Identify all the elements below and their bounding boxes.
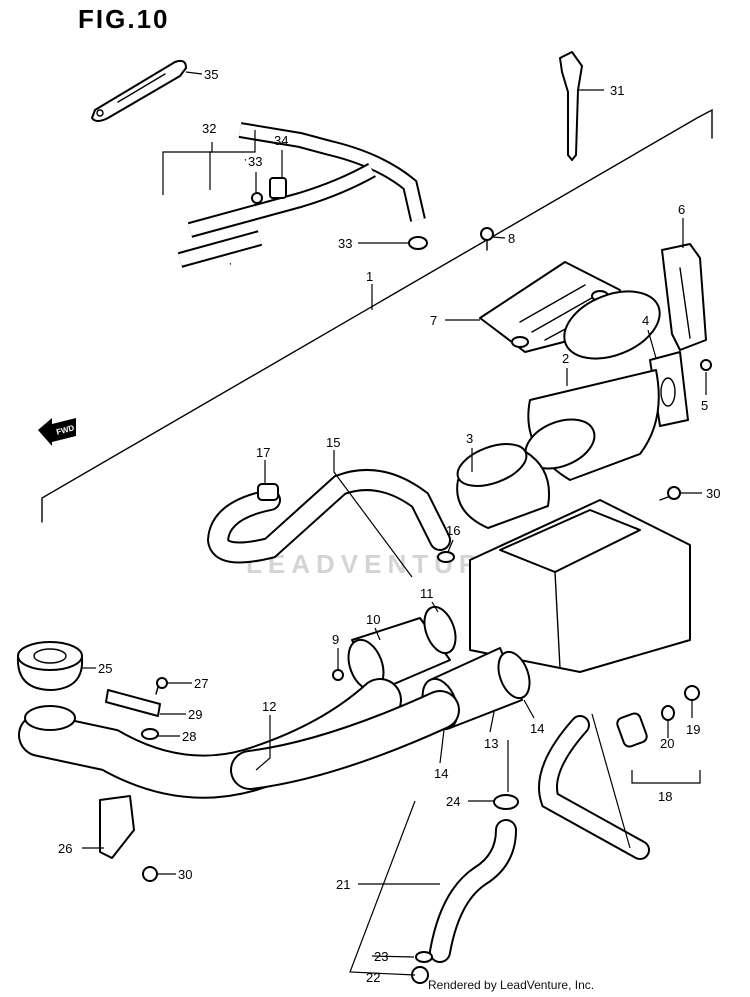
- filter-3: [456, 443, 550, 529]
- callout-13: 13: [484, 736, 498, 751]
- clamp-14: [497, 650, 531, 700]
- assembly-boundary: [41, 108, 713, 523]
- clip-20: [661, 705, 675, 721]
- callout-numbers: 35 32 33 34 33 1 8 7 31 6 4 5 2 3 30 17 …: [58, 67, 720, 985]
- intake-tube-12: [18, 678, 460, 799]
- clamp-17: [257, 483, 279, 501]
- callout-25: 25: [98, 661, 112, 676]
- callout-12: 12: [262, 699, 276, 714]
- callout-4: 4: [642, 313, 649, 328]
- valve-6: [661, 243, 707, 351]
- clip-33-upper: [251, 192, 263, 204]
- airbox-housing: [469, 499, 691, 673]
- fitting-34: [269, 177, 287, 199]
- callout-33-upper: 33: [248, 154, 262, 169]
- screw-5: [700, 359, 712, 371]
- hose-15: [206, 469, 451, 564]
- bracket-29: [105, 689, 161, 717]
- callout-30-upper: 30: [706, 486, 720, 501]
- callout-14-upper: 14: [530, 721, 544, 736]
- plug-19: [684, 685, 700, 701]
- washer-28: [141, 728, 159, 740]
- bolt-30-lower: [142, 866, 158, 882]
- callout-15: 15: [326, 435, 340, 450]
- bracket-26: [99, 795, 135, 859]
- callout-6: 6: [678, 202, 685, 217]
- callout-22: 22: [366, 970, 380, 985]
- watermark: LEADVENTURE: [246, 549, 508, 579]
- leader-lines: [82, 71, 707, 976]
- figure-title-prefix: FIG.: [78, 4, 137, 34]
- callout-21: 21: [336, 877, 350, 892]
- footer-credit: Rendered by LeadVenture, Inc.: [428, 978, 595, 992]
- screw-9: [332, 669, 344, 681]
- callout-33-lower: 33: [338, 236, 352, 251]
- callout-7: 7: [430, 313, 437, 328]
- callout-35: 35: [204, 67, 218, 82]
- callout-28: 28: [182, 729, 196, 744]
- callout-14-lower: 14: [434, 766, 448, 781]
- callout-24: 24: [446, 794, 460, 809]
- drain-tube-21: [429, 819, 517, 963]
- drain-hose-18: [538, 712, 650, 860]
- callout-18: 18: [658, 789, 672, 804]
- bracket-35: [91, 59, 187, 122]
- callout-26: 26: [58, 841, 72, 856]
- callout-9: 9: [332, 632, 339, 647]
- filter-element-2: [524, 290, 661, 481]
- clip-16: [437, 551, 455, 563]
- figure-title-number: 10: [136, 4, 170, 34]
- screw-8: [480, 227, 494, 251]
- fwd-arrow-icon: FWD: [38, 418, 76, 446]
- callout-31: 31: [610, 83, 624, 98]
- callout-1: 1: [366, 269, 373, 284]
- tie-strap-31: [559, 51, 583, 161]
- callout-27: 27: [194, 676, 208, 691]
- callout-3: 3: [466, 431, 473, 446]
- callout-20: 20: [660, 736, 674, 751]
- callout-2: 2: [562, 351, 569, 366]
- callout-11: 11: [420, 586, 434, 601]
- callout-34: 34: [274, 133, 288, 148]
- callout-30-lower: 30: [178, 867, 192, 882]
- callout-23: 23: [374, 949, 388, 964]
- bolt-27: [155, 677, 168, 695]
- clip-23: [415, 951, 433, 963]
- seal-25: [16, 641, 84, 691]
- callout-16: 16: [446, 523, 460, 538]
- hose-32: [29, 122, 426, 329]
- clamp-24: [493, 794, 519, 810]
- callout-5: 5: [701, 398, 708, 413]
- callout-8: 8: [508, 231, 515, 246]
- figure-title: FIG.10: [78, 4, 169, 35]
- callout-10: 10: [366, 612, 380, 627]
- clamp-11: [423, 605, 457, 655]
- callout-19: 19: [686, 722, 700, 737]
- callout-17: 17: [256, 445, 270, 460]
- bolt-30-upper: [659, 486, 681, 501]
- clip-33-lower: [408, 236, 428, 250]
- callout-29: 29: [188, 707, 202, 722]
- callout-32: 32: [202, 121, 216, 136]
